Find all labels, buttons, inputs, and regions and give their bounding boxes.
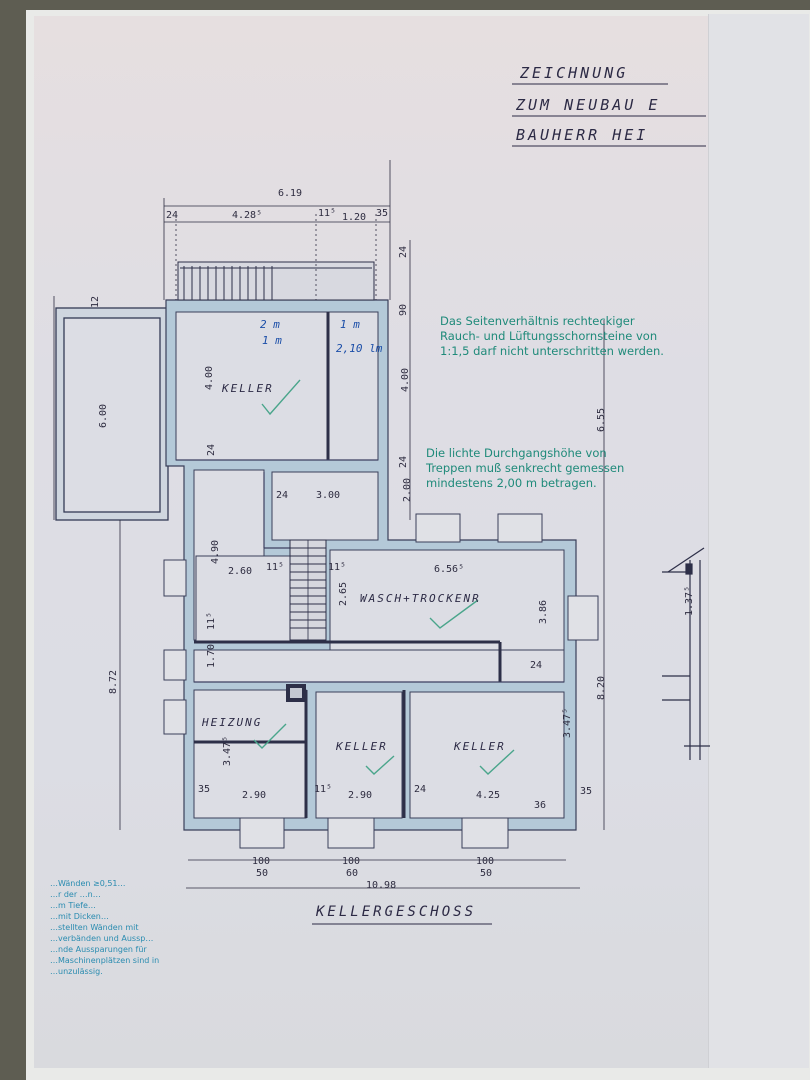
dim-window-3-height: 50 bbox=[480, 868, 493, 879]
note-chimney: Das Seitenverhältnis rechteckiger Rauch-… bbox=[440, 314, 664, 359]
dim-bottom-35-left: 35 bbox=[198, 784, 211, 795]
dim-top-total: 6.19 bbox=[278, 188, 303, 199]
check-marks bbox=[253, 379, 515, 775]
title-line-1: ZEICHNUNG bbox=[520, 64, 629, 82]
note-walls-line-3: …m Tiefe… bbox=[50, 901, 96, 910]
dim-keller-24: 24 bbox=[206, 443, 217, 456]
title-line-3: BAUHERR HEI bbox=[516, 126, 649, 144]
dim-stair-265: 2.65 bbox=[338, 581, 349, 606]
note-walls-line-5: …stellten Wänden mit bbox=[50, 923, 139, 932]
dim-left-garage: 6.00 bbox=[98, 403, 109, 428]
area-annotation-3: 1 m bbox=[340, 318, 360, 331]
dim-right-g: 8.20 bbox=[596, 675, 607, 700]
note-walls-line-7: …nde Aussparungen für bbox=[50, 945, 147, 954]
title-line-2: ZUM NEUBAU E bbox=[516, 96, 661, 114]
dim-top-a: 24 bbox=[166, 210, 179, 221]
area-annotation-4: 2,10 lm bbox=[336, 342, 383, 355]
room-label-keller-right: KELLER bbox=[454, 740, 506, 753]
dim-bottom-35-right: 35 bbox=[580, 786, 593, 797]
note-chimney-line-2: Rauch- und Lüftungsschornsteine von bbox=[440, 329, 658, 343]
dim-bottom-c: 4.25 bbox=[476, 790, 501, 801]
note-walls-line-8: …Maschinenplätzen sind in bbox=[50, 956, 160, 965]
dimension-lines bbox=[53, 160, 605, 889]
note-walls-partial: …Wänden ≥0,51… …r der …n… …m Tiefe… …mit… bbox=[50, 878, 159, 977]
dim-left-12: 12 bbox=[90, 295, 101, 308]
note-walls-line-2: …r der …n… bbox=[50, 890, 101, 899]
dim-window-1-height: 50 bbox=[256, 868, 269, 879]
dim-room-width: 2.60 bbox=[228, 566, 253, 577]
room-label-keller-top: KELLER bbox=[222, 382, 274, 395]
dim-left-total: 8.72 bbox=[108, 669, 119, 694]
dim-bottom-total: 10.98 bbox=[366, 880, 397, 891]
dim-section-137: 1.37⁵ bbox=[684, 585, 695, 616]
dim-stair-115: 11⁵ bbox=[328, 562, 347, 573]
note-walls-line-4: …mit Dicken… bbox=[50, 912, 109, 921]
dim-bottom-b: 2.90 bbox=[348, 790, 373, 801]
dim-corridor-115: 11⁵ bbox=[206, 611, 217, 630]
dim-right-a: 24 bbox=[398, 245, 409, 258]
dim-room-height: 4.90 bbox=[210, 539, 221, 564]
window-wells bbox=[163, 513, 599, 849]
dim-wasch-width: 6.56⁵ bbox=[434, 564, 465, 575]
staircase bbox=[289, 539, 327, 641]
dim-window-1-width: 100 bbox=[252, 856, 271, 867]
dim-top-b: 4.28⁵ bbox=[232, 210, 263, 221]
dim-top-e: 35 bbox=[376, 208, 389, 219]
dim-keller-right-height: 3.47⁵ bbox=[562, 707, 573, 738]
note-chimney-line-1: Das Seitenverhältnis rechteckiger bbox=[440, 314, 635, 328]
annex-outline bbox=[55, 307, 169, 521]
dim-right-e: 2.00 bbox=[402, 477, 413, 502]
room-label-keller-mid: KELLER bbox=[336, 740, 388, 753]
dim-hall-width: 3.00 bbox=[316, 490, 341, 501]
note-stairs-line-3: mindestens 2,00 m betragen. bbox=[426, 476, 597, 490]
dim-corridor-170: 1.70 bbox=[206, 643, 217, 668]
dim-top-c: 11⁵ bbox=[318, 208, 337, 219]
room-label-heizung: HEIZUNG bbox=[202, 716, 263, 729]
note-stairs: Die lichte Durchgangshöhe von Treppen mu… bbox=[426, 446, 624, 491]
interior-floor bbox=[175, 311, 565, 819]
note-stairs-line-1: Die lichte Durchgangshöhe von bbox=[426, 446, 607, 460]
dim-window-2-height: 60 bbox=[346, 868, 359, 879]
dim-top-d: 1.20 bbox=[342, 212, 367, 223]
section-detail bbox=[662, 547, 710, 760]
dim-bottom-a: 2.90 bbox=[242, 790, 267, 801]
dim-heizung-height: 3.47⁵ bbox=[222, 735, 233, 766]
note-stairs-line-2: Treppen muß senkrecht gemessen bbox=[426, 461, 625, 475]
area-annotation-1: 2 m bbox=[260, 318, 280, 331]
note-chimney-line-3: 1:1,5 darf nicht unterschritten werden. bbox=[440, 344, 664, 358]
dim-window-2-width: 100 bbox=[342, 856, 361, 867]
title-underlines bbox=[312, 83, 706, 925]
note-walls-line-6: …verbänden und Aussp… bbox=[50, 934, 154, 943]
note-walls-line-1: …Wänden ≥0,51… bbox=[50, 879, 126, 888]
dim-room-115: 11⁵ bbox=[266, 562, 285, 573]
sheet-overlap-edge bbox=[708, 14, 809, 1068]
dim-keller-height: 4.00 bbox=[204, 365, 215, 390]
note-walls-line-9: …unzulässig. bbox=[50, 967, 103, 976]
entry-stair bbox=[177, 261, 375, 301]
area-annotation-2: 1 m bbox=[262, 334, 282, 347]
floor-label: KELLERGESCHOSS bbox=[316, 904, 477, 920]
interior-walls bbox=[194, 312, 502, 818]
dim-bottom-115: 11⁵ bbox=[314, 784, 333, 795]
dim-hall-24: 24 bbox=[276, 490, 289, 501]
dim-window-3-width: 100 bbox=[476, 856, 495, 867]
dim-right-b: 90 bbox=[398, 303, 409, 316]
thin-walls bbox=[176, 459, 564, 683]
dim-bottom-24: 24 bbox=[414, 784, 427, 795]
dim-right-f: 6.55 bbox=[596, 407, 607, 432]
room-label-wasch: WASCH+TROCKENR bbox=[360, 592, 481, 605]
dim-right-d: 24 bbox=[398, 455, 409, 468]
dim-right-c: 4.00 bbox=[400, 367, 411, 392]
dim-bottom-36: 36 bbox=[534, 800, 547, 811]
dim-wasch-24: 24 bbox=[530, 660, 543, 671]
dim-wasch-height: 3.86 bbox=[538, 599, 549, 624]
